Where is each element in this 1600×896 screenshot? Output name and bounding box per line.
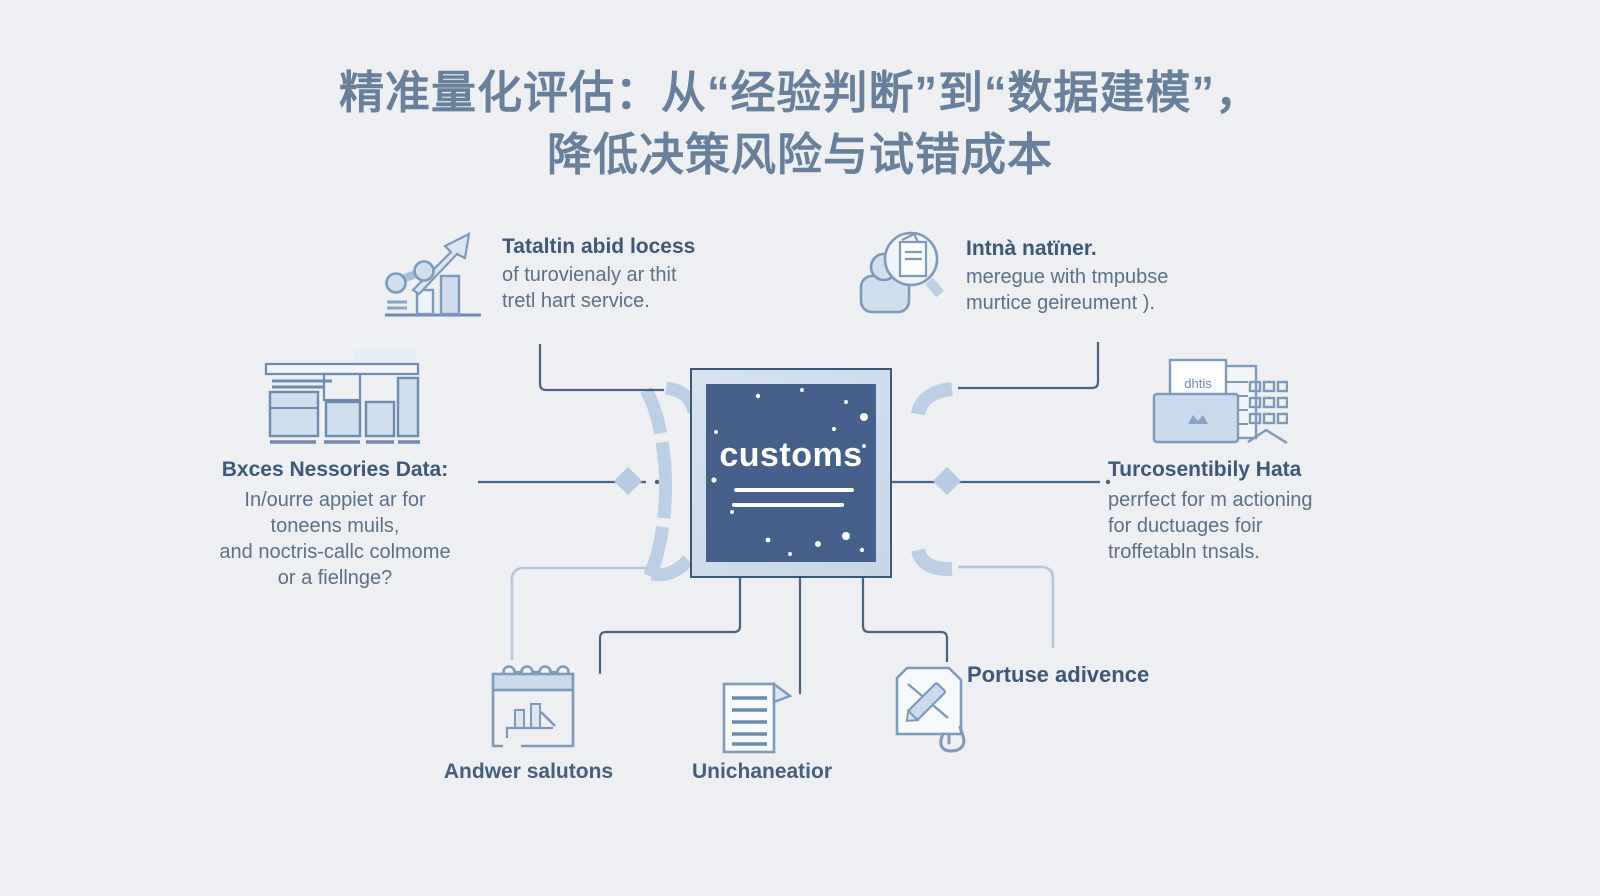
stars-decoration [711,388,868,556]
customs-box-inner: customs [706,384,876,562]
bottom-middle-label: Unichaneatior [691,760,833,783]
node-top-left-line1: of turovienaly ar thit [502,264,677,286]
calendar-chart-icon [487,662,579,750]
bottom-left-label: Andwer salutons [443,760,614,783]
node-left-line2: toneens muils, [270,515,400,537]
customs-label: customs [719,436,863,474]
connector-top-right [958,342,1100,390]
node-top-left-heading: Tataltin abid locess [502,235,696,258]
customs-underline-1 [734,488,854,492]
node-right-line1: perrfect for m actioning [1108,489,1313,511]
connector-left-dot [654,479,660,485]
pencil-document-icon [891,656,971,760]
customs-underline-2 [732,503,844,507]
customs-box: customs [690,368,892,578]
node-right-heading: Turcosentibily Hata [1108,458,1302,481]
doc-label: dhtis [1184,376,1212,391]
connector-top-left [538,344,664,392]
node-top-right: Intnà natïner. meregue with tmpubse murt… [966,237,1226,316]
node-left-line3: and noctris-callc colmome [219,541,451,563]
document-icon [712,674,792,760]
connector-bottom-right [861,578,949,662]
diamond-left [613,466,643,496]
node-left-line4: or a fiellnge? [277,567,393,589]
data-table-icon [262,350,422,444]
diamond-right [932,466,962,496]
connector-right-dot [1105,479,1111,485]
elbow-bottom-right [911,548,953,577]
page-title: 精准量化评估：从“经验判断”到“数据建模”， 降低决策风险与试错成本 [0,62,1600,186]
title-line-2: 降低决策风险与试错成本 [546,129,1053,180]
elbow-top-right [911,382,953,416]
node-top-left: Tataltin abid locess of turovienaly ar t… [502,235,732,314]
title-line-1: 精准量化评估：从“经验判断”到“数据建模”， [338,67,1261,118]
node-left-heading: Bxces Nessories Data: [221,458,449,481]
folder-documents-icon: dhtis [1146,354,1288,446]
node-right: Turcosentibily Hata perrfect for m actio… [1108,458,1368,565]
node-left-line1: In/ourre appiet ar for [244,489,426,511]
node-right-line2: for ductuages foir [1108,515,1263,537]
node-top-left-line2: tretl hart service. [502,290,650,312]
magnifier-person-icon [856,226,948,318]
connector-light-right [958,565,1055,648]
elbow-bottom-left [650,555,693,582]
node-top-right-heading: Intnà natïner. [966,237,1097,260]
node-right-line3: troffetabln tnsals. [1108,541,1260,563]
connector-bottom-left [598,578,742,674]
node-top-right-line2: murtice geireument ). [966,292,1155,314]
bottom-right-label: Portuse adivence [967,662,1150,687]
growth-chart-icon [383,228,483,318]
node-top-right-line1: meregue with tmpubse [966,266,1169,288]
connector-light-left [510,566,648,660]
node-left: Bxces Nessories Data: In/ourre appiet ar… [170,458,500,591]
thick-curve-connector [640,386,672,579]
